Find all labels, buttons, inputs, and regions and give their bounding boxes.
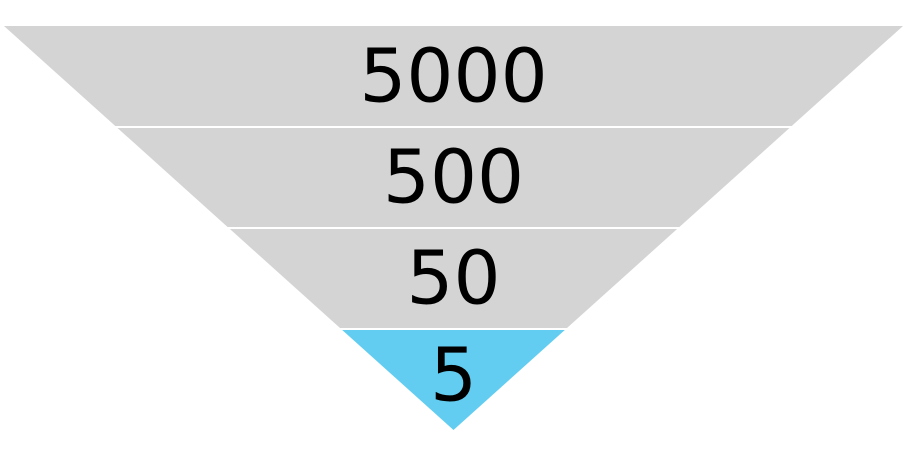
pyramid-tier-5 [342,330,565,430]
tier-label-5000: 5000 [359,34,547,120]
pyramid-tier-500 [117,128,790,227]
tier-label-500: 500 [383,135,524,221]
pyramid-tier-50 [229,229,678,328]
tier-label-50: 50 [406,236,500,322]
tier-label-5: 5 [430,333,477,419]
pyramid-tier-5000 [4,26,903,126]
